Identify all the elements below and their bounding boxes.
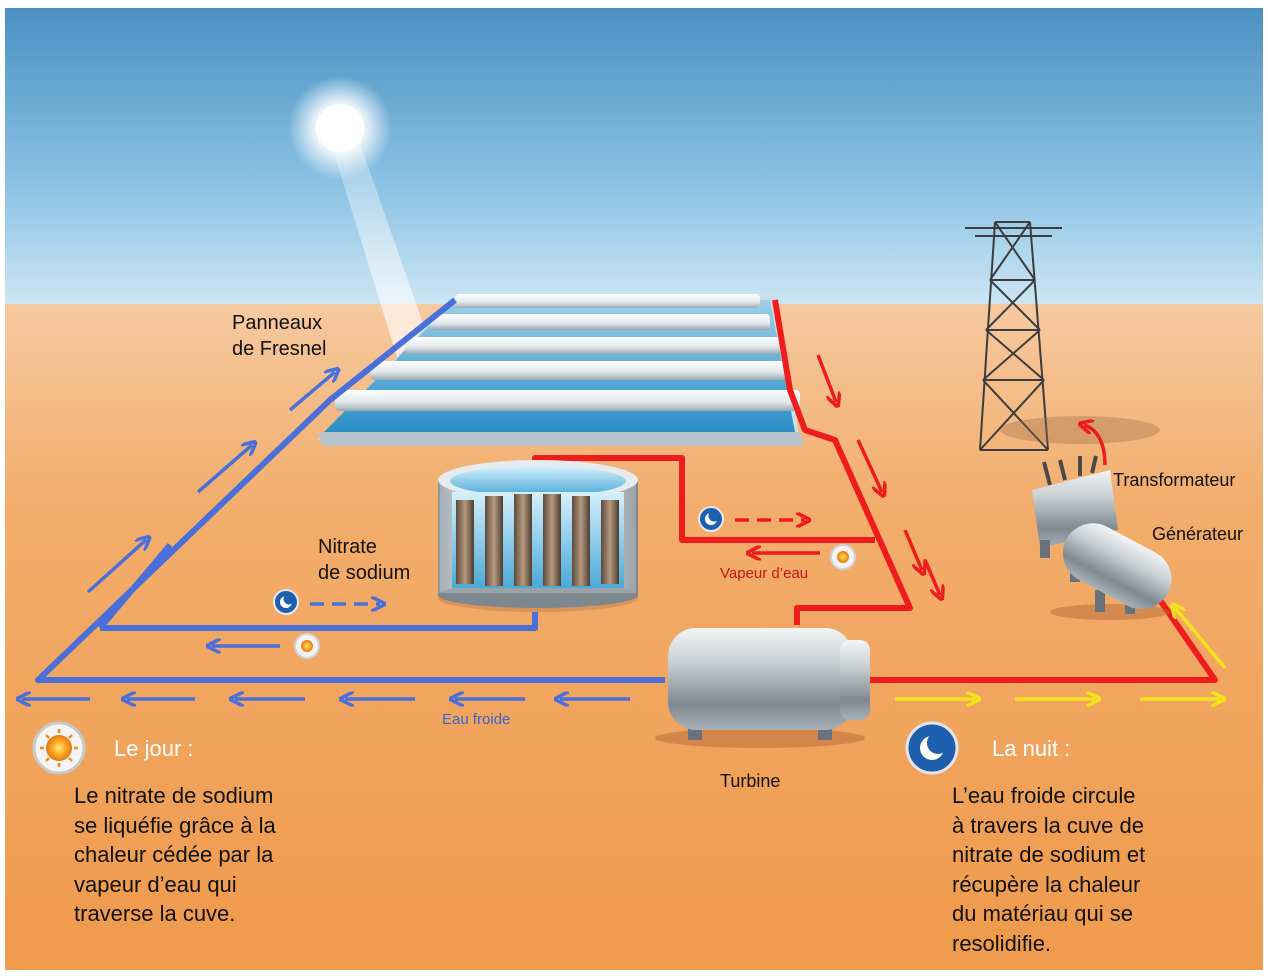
day-description: Le nitrate de sodium se liquéfie grâce à… [74,783,276,926]
turbine [655,628,870,748]
transformer-label: Transformateur [1113,470,1236,490]
moon-icon [905,721,959,775]
panels-label-line-1: Panneaux [232,312,323,334]
sun-icon [32,721,86,775]
sky [5,8,1263,308]
sun [316,104,364,152]
panels-label: Panneaux de Fresnel [232,310,327,362]
night-description: L’eau froide circule à travers la cuve d… [952,783,1146,956]
moon-icon [698,506,724,532]
steam-flow-arrows [735,354,1107,595]
cold-flow-arrows [22,372,630,699]
fresnel-panels [318,294,804,446]
panels-label-line-2: de Fresnel [232,338,327,360]
cold-water-circuit [35,297,665,683]
generator-label: Générateur [1152,524,1244,544]
day-heading: Le jour : [114,736,194,761]
generator [1050,523,1172,620]
moon-icon [273,589,299,615]
storage-label: Nitrate de sodium [318,534,410,586]
power-flow-arrows [895,608,1227,699]
storage-label-line-2: de sodium [318,562,411,584]
steam-label: Vapeur d’eau [720,565,809,582]
power-pylon [965,221,1062,451]
sun-icon [830,544,856,570]
sodium-nitrate-tank [438,460,638,612]
turbine-label: Turbine [720,771,781,791]
storage-label-line-1: Nitrate [318,536,377,558]
cold-water-label: Eau froide [442,711,511,728]
sun-icon [294,633,320,659]
night-heading: La nuit : [992,736,1071,761]
